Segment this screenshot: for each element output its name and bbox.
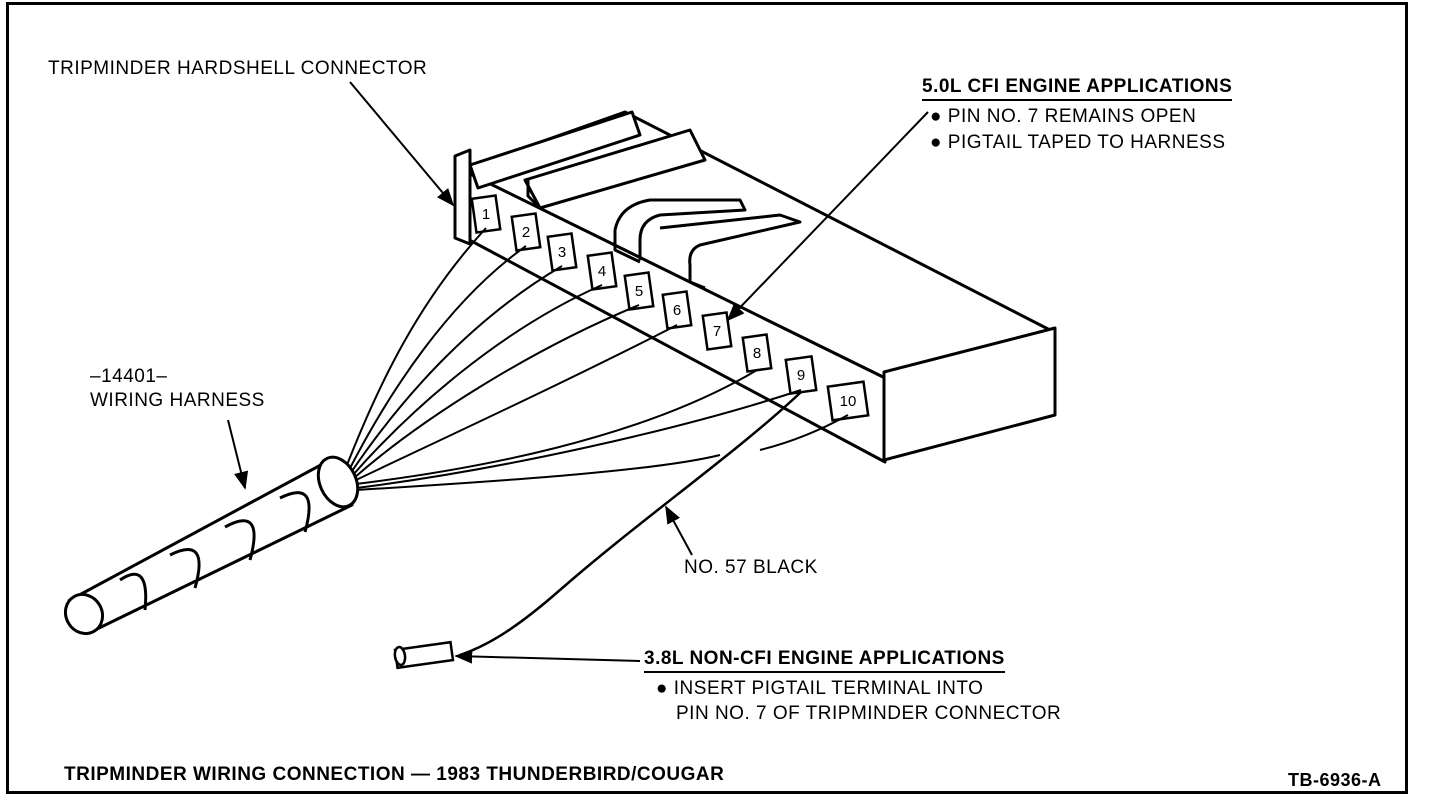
figure-caption: TRIPMINDER WIRING CONNECTION — 1983 THUN… [64, 764, 725, 785]
connector-label: TRIPMINDER HARDSHELL CONNECTOR [48, 58, 428, 79]
cfi-note-2-text: PIGTAIL TAPED TO HARNESS [947, 132, 1226, 153]
wires [344, 227, 849, 491]
connector-body [453, 110, 1057, 464]
pin-label-10: 10 [840, 393, 857, 410]
pin-label-2: 2 [522, 224, 530, 241]
noncfi-note-2: PIN NO. 7 OF TRIPMINDER CONNECTOR [676, 703, 1062, 724]
pin-label-9: 9 [797, 367, 805, 384]
cfi-title: 5.0L CFI ENGINE APPLICATIONS [922, 76, 1233, 101]
pin-label-7: 7 [713, 323, 721, 340]
harness-name: WIRING HARNESS [90, 390, 265, 411]
pigtail-wire [393, 391, 802, 670]
leader-arrows [227, 81, 929, 664]
noncfi-note-1: ● INSERT PIGTAIL TERMINAL INTO [656, 678, 983, 700]
bullet-icon: ● [930, 132, 942, 153]
pin-label-8: 8 [753, 345, 761, 362]
pin-label-5: 5 [635, 283, 643, 300]
cfi-note-1-text: PIN NO. 7 REMAINS OPEN [947, 106, 1197, 127]
bullet-icon: ● [930, 106, 942, 127]
connector-pins [470, 194, 870, 422]
bullet-icon: ● [656, 678, 668, 699]
harness-code: –14401– [90, 366, 168, 387]
pin-label-6: 6 [673, 302, 681, 319]
figure-id: TB-6936-A [1288, 770, 1382, 790]
wiring-harness [63, 455, 360, 636]
figure-frame [6, 2, 1408, 794]
pin-label-3: 3 [558, 244, 566, 261]
noncfi-note-1-text: INSERT PIGTAIL TERMINAL INTO [673, 678, 984, 699]
pin-label-4: 4 [598, 263, 606, 280]
noncfi-title: 3.8L NON-CFI ENGINE APPLICATIONS [644, 648, 1005, 673]
wire-label: NO. 57 BLACK [684, 557, 818, 578]
cfi-note-1: ● PIN NO. 7 REMAINS OPEN [930, 106, 1196, 128]
pin-label-1: 1 [482, 206, 490, 223]
cfi-note-2: ● PIGTAIL TAPED TO HARNESS [930, 132, 1226, 154]
